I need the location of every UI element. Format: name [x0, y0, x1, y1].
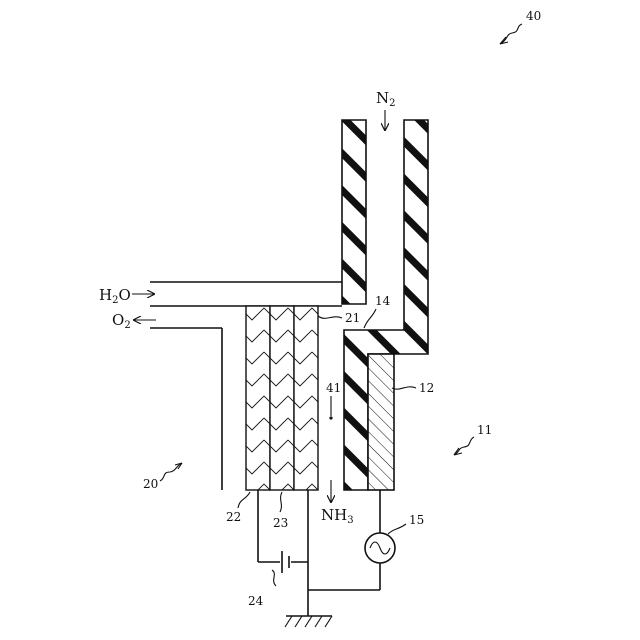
ref-22-label: 22 [226, 510, 241, 524]
device-ref: 40 [500, 9, 541, 44]
ground-hatch-2 [295, 616, 302, 627]
ref-23: 23 [273, 492, 288, 530]
electrolyte-23 [270, 306, 294, 490]
ref-24-leader [272, 570, 276, 586]
ref-40-leader [500, 24, 522, 44]
anode-22 [246, 306, 270, 490]
ref-22: 22 [226, 492, 250, 524]
h2o-label: H2O [99, 286, 131, 306]
ref-11: 11 [454, 423, 492, 455]
ref-14-leader [364, 309, 376, 328]
ref-21: 21 [318, 311, 360, 325]
water-inlet: H2O [99, 286, 154, 306]
ref-12-label: 12 [419, 381, 434, 395]
ref-21-leader [318, 316, 342, 318]
ground-hatch-4 [315, 616, 322, 627]
ref-11-leader [454, 437, 474, 455]
ref-11-label: 11 [477, 423, 492, 437]
ref-23-leader [280, 492, 282, 512]
ref-24: 24 [248, 570, 276, 608]
ref-22-leader [238, 492, 250, 508]
ref-15-leader [388, 524, 406, 534]
nh3-label: NH3 [321, 506, 354, 526]
ref-41-label: 41 [326, 381, 341, 395]
electrode-12 [368, 354, 394, 490]
cell-20 [246, 306, 318, 490]
o2-label: O2 [112, 311, 131, 331]
sine-icon [370, 542, 390, 554]
nitrogen-inlet: N2 [376, 89, 396, 130]
oxygen-outlet: O2 [112, 311, 156, 331]
ac-circuit [308, 490, 395, 590]
ref-12: 12 [392, 381, 434, 395]
dc-circuit [258, 490, 308, 616]
ref-41-dot [329, 416, 332, 419]
ref-24-label: 24 [248, 594, 264, 608]
tube-left-wall [342, 120, 366, 304]
cathode-21 [294, 306, 318, 490]
ref-20-leader [160, 463, 182, 481]
ref-23-label: 23 [273, 516, 288, 530]
ref-40-label: 40 [526, 9, 541, 23]
ref-15: 15 [388, 513, 424, 534]
ref-21-label: 21 [345, 311, 360, 325]
ground-hatch-3 [305, 616, 312, 627]
ground-icon [285, 616, 332, 627]
ground-hatch-5 [325, 616, 332, 627]
ref-12-leader [392, 387, 416, 389]
ground-hatch-1 [285, 616, 292, 627]
inner-space-41: 41 [326, 381, 341, 420]
n2-label: N2 [376, 89, 396, 109]
ref-14: 14 [364, 294, 391, 328]
ref-15-label: 15 [409, 513, 424, 527]
ref-20: 20 [143, 463, 182, 491]
ref-20-label: 20 [143, 477, 158, 491]
ref-14-label: 14 [375, 294, 391, 308]
